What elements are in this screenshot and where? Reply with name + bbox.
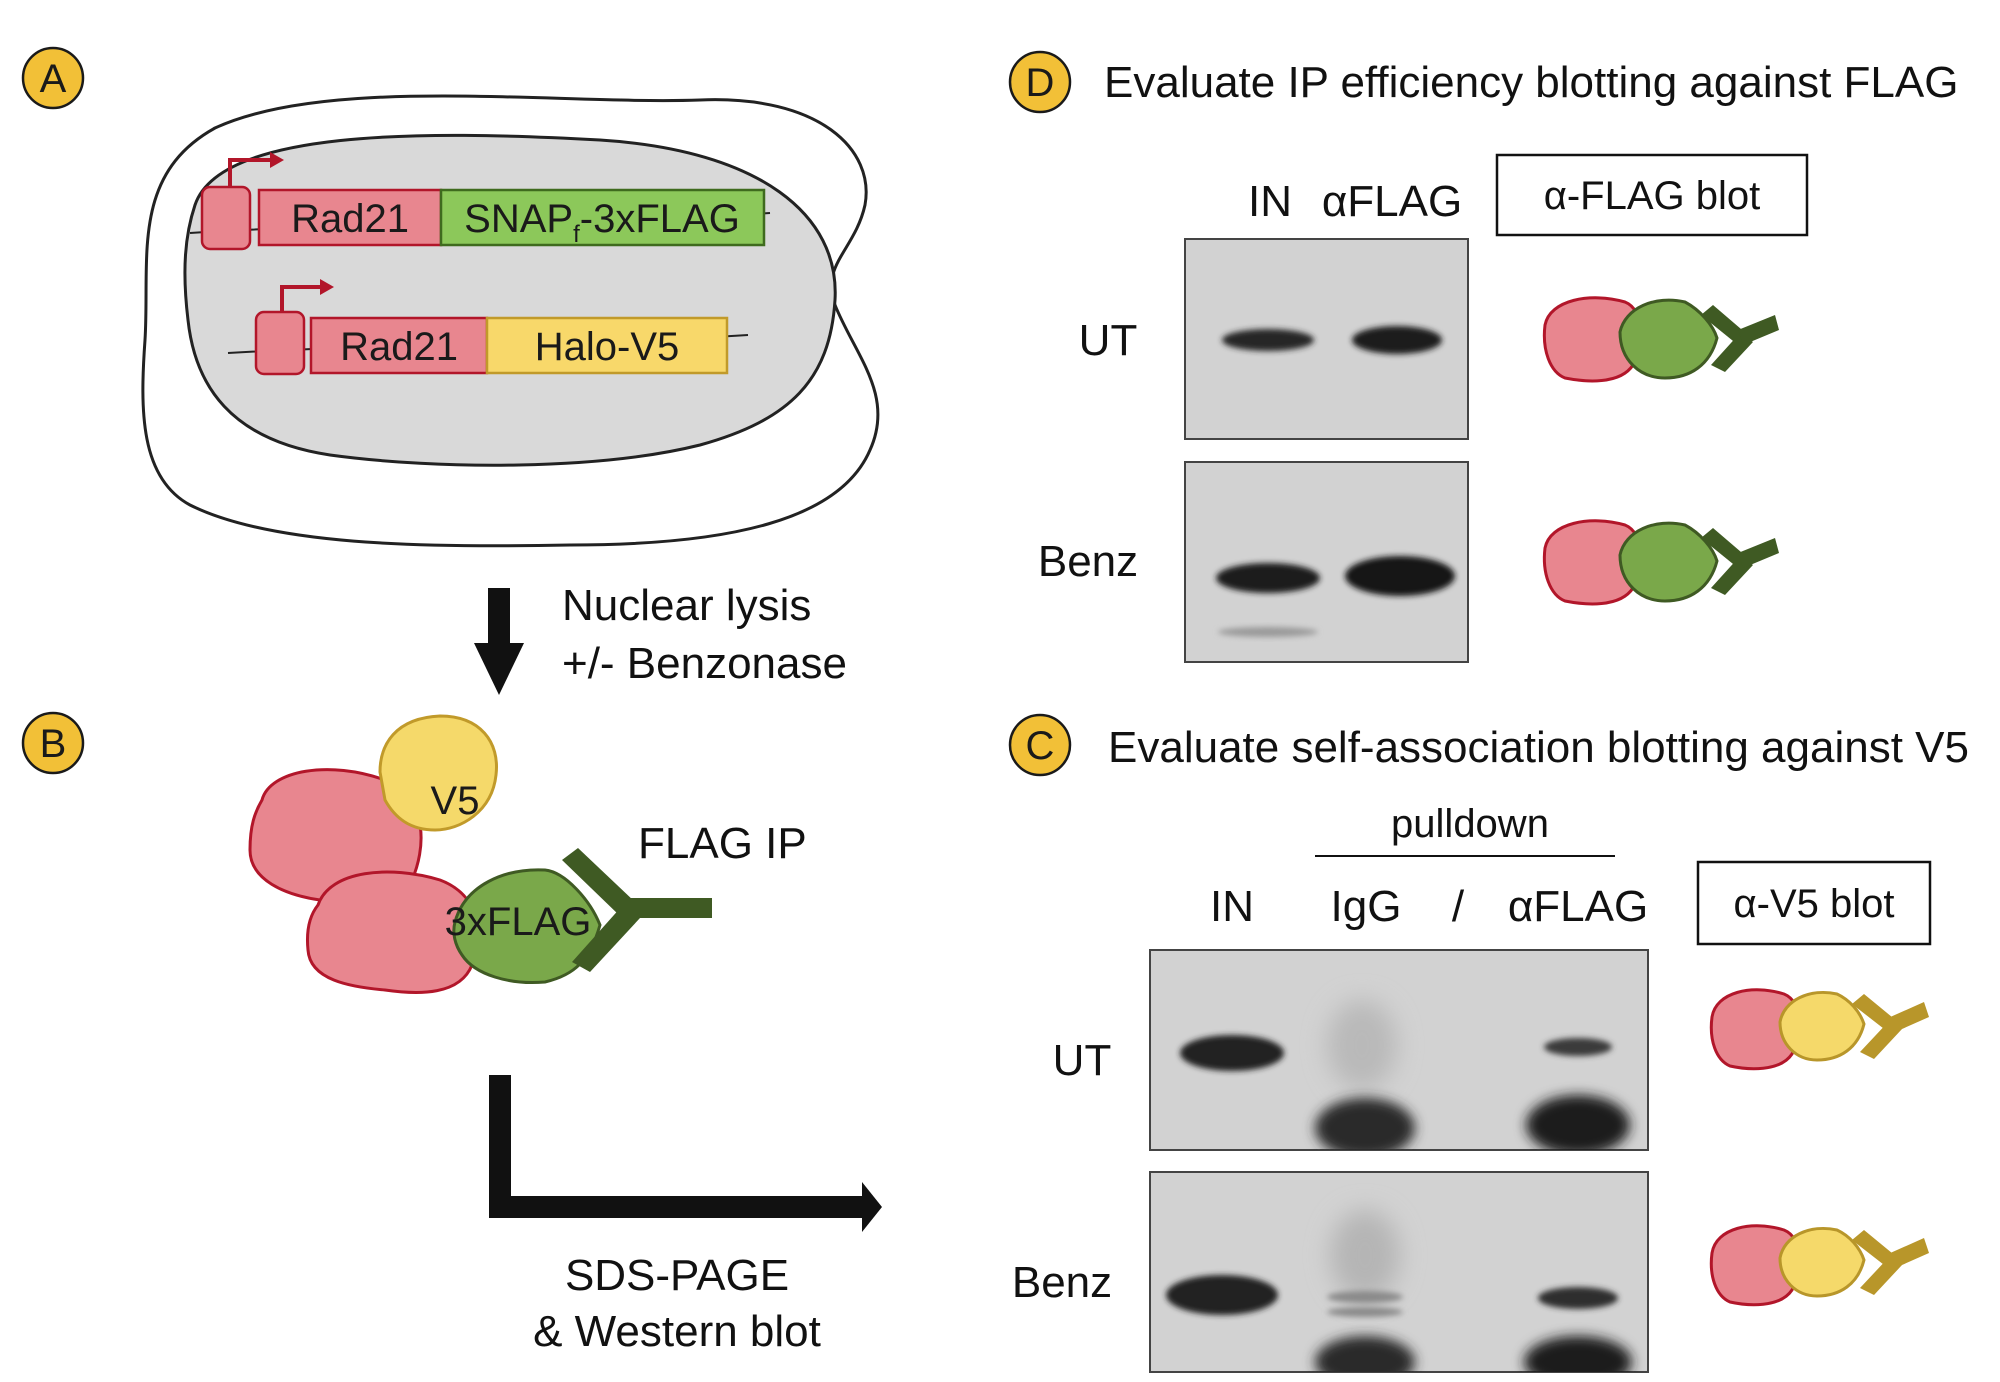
complex-icon-flag-1 [1542, 296, 1779, 383]
band-c-ut-aflag [1526, 1095, 1630, 1150]
band-c-ut-igg [1315, 1098, 1415, 1150]
row-label-benz-d: Benz [1038, 537, 1138, 586]
band-c-benz-igg [1315, 1336, 1415, 1372]
snap-flag-label: SNAPf-3xFLAG [464, 197, 740, 248]
promoter-arrow-1 [228, 158, 272, 187]
step2-line2: & Western blot [533, 1307, 821, 1356]
construct-snap-flag: Rad21 SNAPf-3xFLAG [189, 152, 771, 251]
complex-icon-flag-2 [1542, 519, 1779, 606]
panel-b: B V5 3xFLAG FLAG IP [21, 711, 807, 994]
band-c-ut-in [1180, 1035, 1284, 1071]
panel-d-title: Evaluate IP efficiency blotting against … [1104, 58, 1958, 107]
badge-b: B [21, 711, 85, 775]
badge-c: C [1008, 713, 1072, 777]
row-label-benz-c: Benz [1012, 1258, 1112, 1307]
panel-a: A Rad21 SNAPf-3xFLAG Rad21 Halo-V5 [21, 46, 880, 548]
lane-label-in-c: IN [1210, 882, 1254, 931]
badge-b-letter: B [40, 722, 67, 766]
v5-tag [378, 714, 498, 832]
rad21-box-2 [309, 316, 489, 375]
blot-label-box-v5: α-V5 blot [1696, 860, 1932, 946]
blot-c-ut [1149, 949, 1649, 1151]
flag-antibody [562, 848, 712, 972]
blot-c-benz [1149, 1171, 1649, 1373]
step1-line2: +/- Benzonase [562, 639, 847, 688]
rad21-box-1 [257, 188, 443, 247]
row-label-ut-c: UT [1053, 1036, 1112, 1085]
promoter-arrow-2 [280, 285, 322, 312]
complex-icon-v5-1 [1709, 988, 1929, 1071]
lane-label-aflag-c: αFLAG [1508, 882, 1648, 931]
promoter-box-1 [200, 185, 252, 251]
halo-v5-label: Halo-V5 [535, 325, 680, 369]
flag-ip-label: FLAG IP [638, 819, 807, 868]
flag-label: 3xFLAG [445, 900, 592, 944]
band-d-benz-aflag [1345, 556, 1455, 596]
complex-icon-v5-2 [1709, 1224, 1929, 1307]
step1-arrow [474, 588, 524, 695]
rad21-label-2: Rad21 [340, 325, 458, 369]
rad21-label-1: Rad21 [291, 197, 409, 241]
band-c-ut-aflag-upper [1544, 1038, 1612, 1056]
band-c-benz-aflag [1524, 1336, 1632, 1372]
row-label-ut-d: UT [1079, 316, 1138, 365]
step1-line1: Nuclear lysis [562, 581, 811, 630]
badge-d-letter: D [1026, 61, 1055, 105]
blot-label-v5: α-V5 blot [1734, 882, 1895, 926]
construct-halo-v5: Rad21 Halo-V5 [227, 279, 749, 376]
blot-label-box-flag: α-FLAG blot [1495, 153, 1809, 237]
pulldown-label: pulldown [1391, 802, 1549, 846]
lane-label-aflag: αFLAG [1322, 177, 1462, 226]
lane-label-in: IN [1248, 177, 1292, 226]
band-c-benz-aflag-upper [1538, 1287, 1618, 1309]
badge-c-letter: C [1026, 724, 1055, 768]
blot-label-flag: α-FLAG blot [1544, 174, 1761, 218]
lane-separator: / [1452, 882, 1465, 931]
panel-c: C Evaluate self-association blotting aga… [1008, 713, 1969, 1373]
badge-d: D [1008, 50, 1072, 114]
snap-flag-box [439, 188, 766, 247]
step2-arrow [489, 1075, 882, 1232]
panel-c-title: Evaluate self-association blotting again… [1108, 723, 1969, 772]
rad21-blob-front [306, 870, 480, 994]
lane-label-igg: IgG [1331, 882, 1402, 931]
v5-label: V5 [431, 779, 480, 823]
blot-d-benz [1184, 461, 1469, 663]
badge-a: A [21, 46, 85, 110]
panel-d: D Evaluate IP efficiency blotting agains… [1008, 50, 1958, 663]
promoter-box-2 [254, 310, 306, 376]
band-d-ut-aflag [1352, 326, 1442, 354]
band-c-benz-in [1166, 1275, 1278, 1315]
band-d-ut-in [1222, 329, 1314, 351]
blot-d-ut [1184, 238, 1469, 440]
badge-a-letter: A [40, 57, 67, 101]
step2-line1: SDS-PAGE [565, 1251, 789, 1300]
halo-v5-box [485, 316, 729, 375]
band-d-benz-in [1216, 563, 1320, 593]
